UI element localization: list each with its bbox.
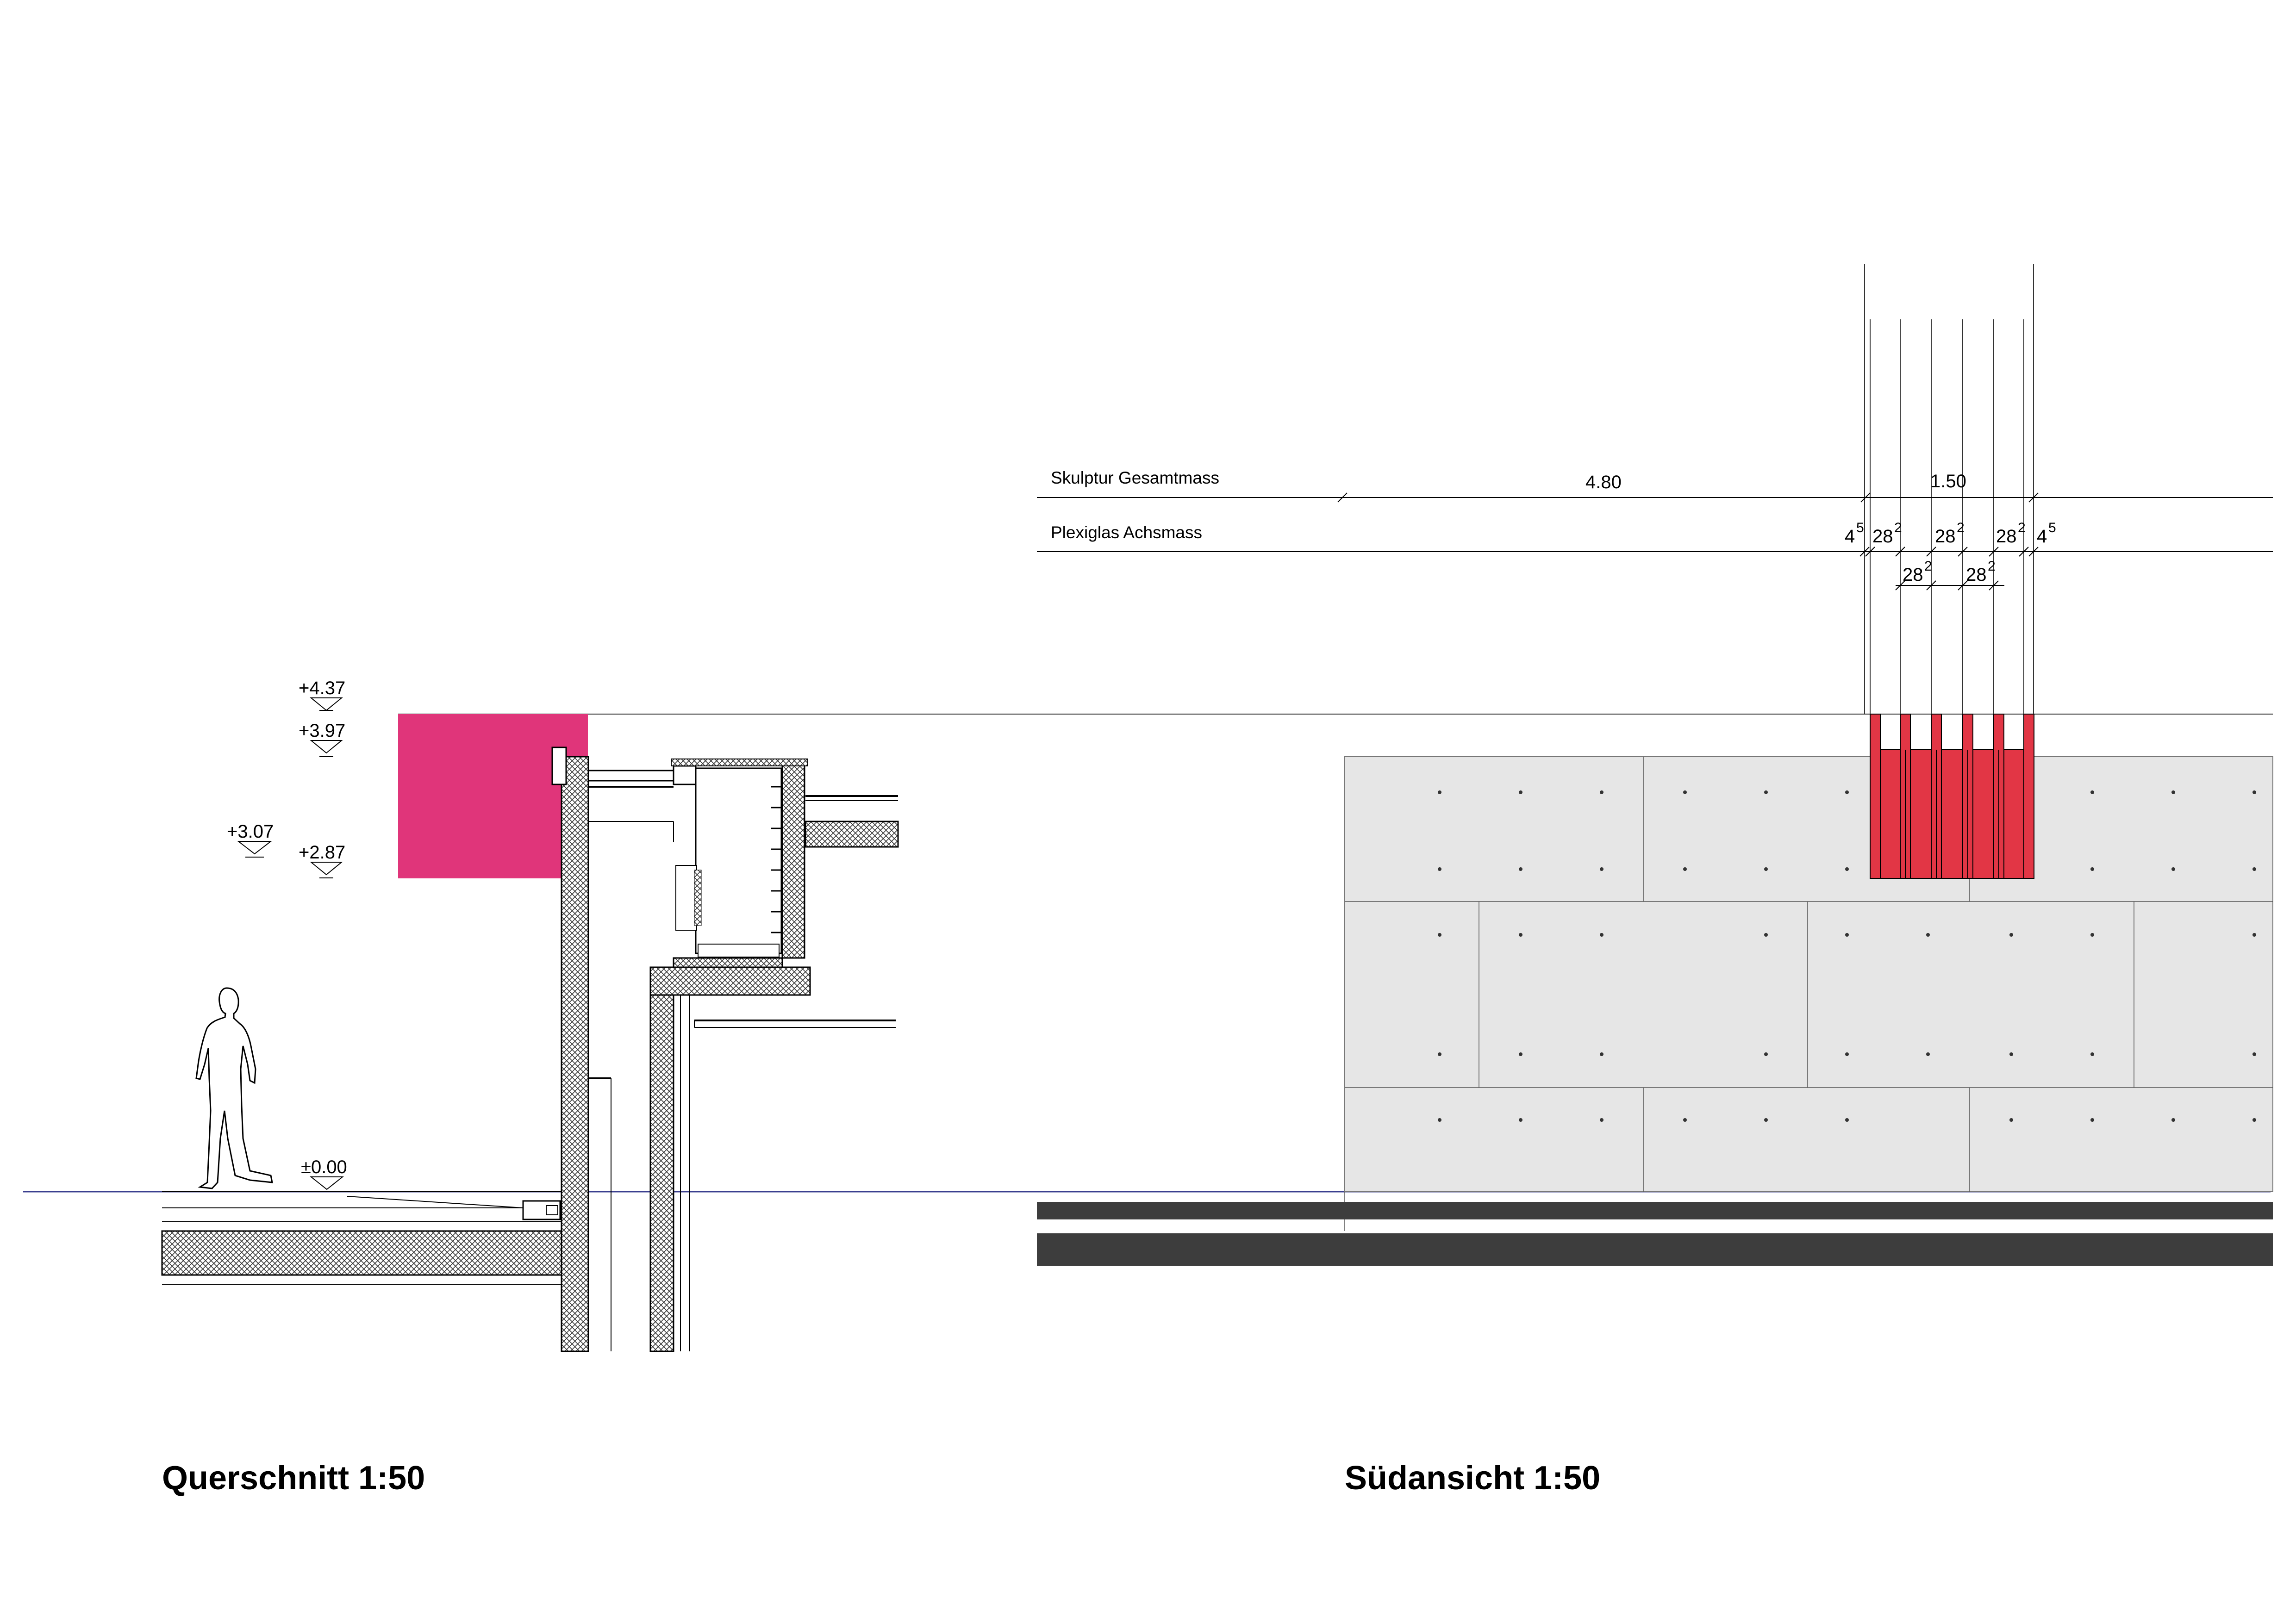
svg-text:2: 2 — [2018, 520, 2026, 535]
svg-text:28: 28 — [1996, 526, 2017, 547]
svg-text:5: 5 — [1856, 520, 1864, 535]
svg-text:4: 4 — [2037, 526, 2047, 547]
ground-slab — [161, 1230, 562, 1276]
dimension-value-480: 4.80 — [1585, 472, 1622, 492]
svg-text:2: 2 — [1957, 520, 1965, 535]
main-wall — [561, 756, 589, 1352]
svg-text:28: 28 — [1903, 565, 1923, 585]
dimension-label-total: Skulptur Gesamtmass — [1051, 468, 1219, 487]
level-label: +3.97 — [299, 721, 345, 741]
svg-text:2: 2 — [1924, 559, 1932, 574]
dimension-chain-bottom: 28 2 28 2 — [1903, 559, 1996, 585]
svg-text:4: 4 — [1845, 526, 1855, 547]
level-label: +3.07 — [227, 821, 274, 842]
svg-text:5: 5 — [2048, 520, 2056, 535]
ground-band-lower — [1037, 1233, 2273, 1266]
dimension-label-axis: Plexiglas Achsmass — [1051, 523, 1202, 542]
ladder-rungs — [771, 786, 781, 933]
level-marker-437: +4.37 — [299, 678, 345, 711]
level-marker-307: +3.07 — [227, 821, 274, 858]
concrete-wall — [1344, 756, 2273, 1192]
dimension-row-total: Skulptur Gesamtmass 4.80 1.50 — [1037, 468, 2273, 503]
svg-text:28: 28 — [1872, 526, 1893, 547]
cross-section: +4.37 +3.97 +3.07 +2.87 ±0.00 — [161, 678, 899, 1497]
dimension-row-offset: 28 2 28 2 — [1895, 559, 2004, 591]
level-marker-287: +2.87 — [299, 842, 345, 878]
second-wall — [649, 966, 674, 1352]
dimension-value-150: 1.50 — [1930, 471, 1966, 491]
level-label: +4.37 — [299, 678, 345, 698]
tie-holes — [1438, 790, 2256, 1122]
sculpture-block-section — [398, 714, 588, 878]
title-cross-section: Querschnitt 1:50 — [162, 1460, 425, 1497]
svg-text:28: 28 — [1966, 565, 1987, 585]
dimension-chain-top: 4 5 28 2 28 2 28 2 4 5 — [1845, 520, 2056, 547]
dimension-row-axis: Plexiglas Achsmass 4 5 28 2 28 2 28 2 — [1037, 520, 2273, 557]
level-marker-397: +3.97 — [299, 721, 345, 757]
svg-text:28: 28 — [1935, 526, 1956, 547]
plexiglass-sculpture — [1870, 714, 2034, 879]
south-elevation: Skulptur Gesamtmass 4.80 1.50 Plexiglas … — [1037, 264, 2273, 1497]
title-south-elevation: Südansicht 1:50 — [1345, 1460, 1600, 1497]
level-label: +2.87 — [299, 842, 345, 863]
wall-notch — [551, 746, 567, 785]
svg-text:2: 2 — [1894, 520, 1902, 535]
level-label: ±0.00 — [301, 1157, 347, 1177]
level-marker-000: ±0.00 — [301, 1157, 347, 1190]
ground-band-upper — [1037, 1202, 2273, 1219]
human-figure-icon — [195, 987, 273, 1189]
svg-text:2: 2 — [1988, 559, 1996, 574]
